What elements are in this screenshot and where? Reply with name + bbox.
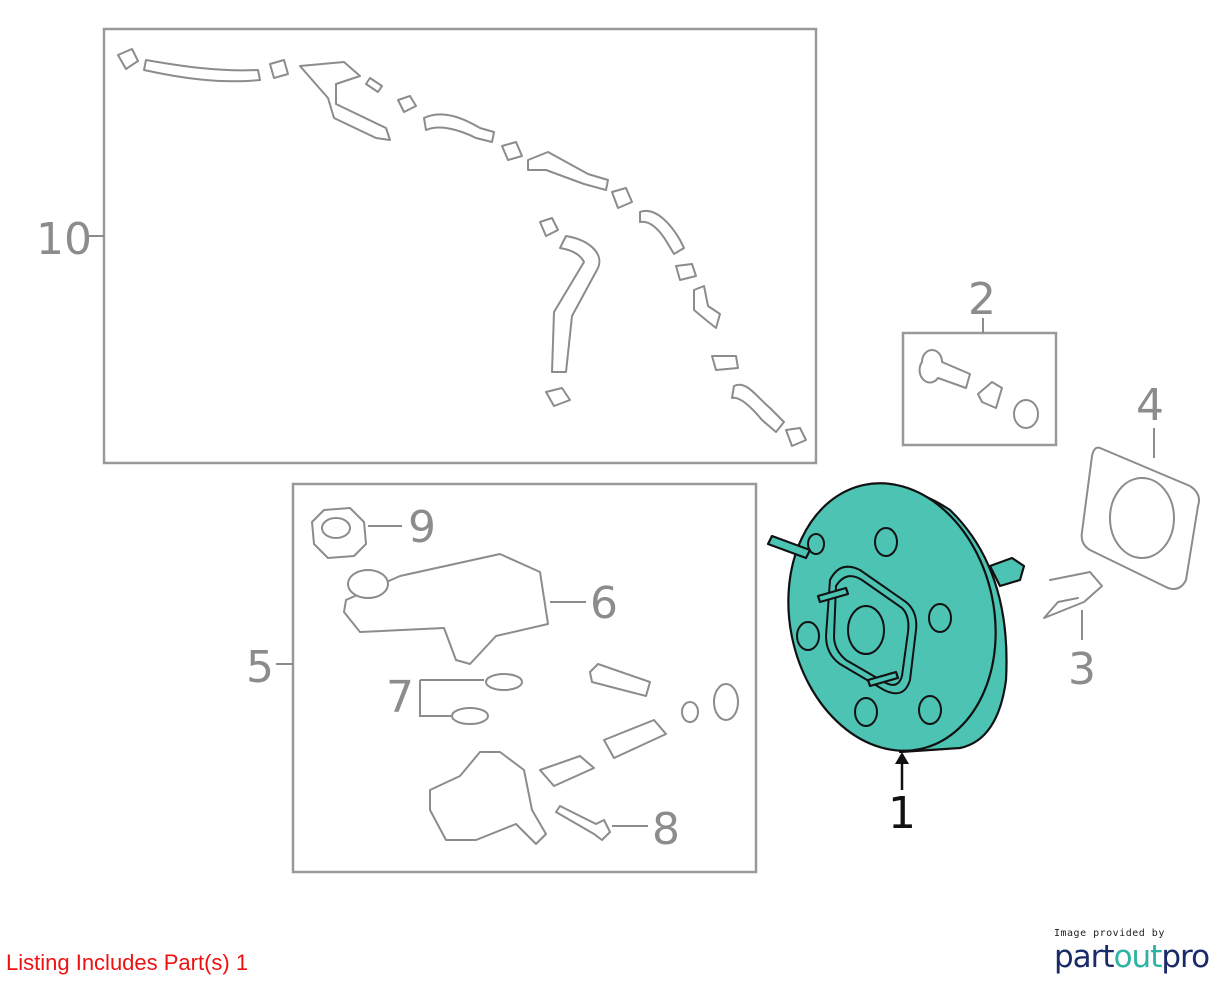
gasket-part-4: 4 bbox=[1080, 380, 1200, 590]
brake-booster-part-1[interactable]: 1 bbox=[764, 464, 1026, 839]
vacuum-hose-parts bbox=[117, 48, 807, 447]
group-box-2: 2 bbox=[901, 274, 1058, 447]
bolt-part bbox=[918, 349, 971, 389]
callout-9[interactable]: 9 bbox=[408, 502, 436, 553]
group-box-10: 10 bbox=[36, 27, 818, 465]
grommet bbox=[451, 707, 489, 725]
grommet bbox=[485, 673, 523, 691]
master-cylinder bbox=[429, 751, 547, 845]
washer-part bbox=[1013, 399, 1039, 429]
nut-part bbox=[977, 381, 1003, 409]
callout-4[interactable]: 4 bbox=[1136, 380, 1164, 431]
partoutpro-logo: Image provided by partoutpro bbox=[1054, 928, 1214, 975]
logo-brand-pro: pro bbox=[1161, 939, 1210, 975]
logo-brand-part: part bbox=[1054, 939, 1115, 975]
callout-2[interactable]: 2 bbox=[968, 274, 996, 325]
reservoir bbox=[343, 553, 549, 665]
bolt-8 bbox=[555, 805, 611, 841]
callout-5[interactable]: 5 bbox=[246, 642, 274, 693]
clip-part-3: 3 bbox=[1043, 571, 1103, 695]
logo-caption: Image provided by bbox=[1054, 928, 1165, 939]
logo-brand-out: out bbox=[1113, 939, 1163, 975]
callout-3[interactable]: 3 bbox=[1068, 644, 1096, 695]
callout-1[interactable]: 1 bbox=[888, 788, 916, 839]
group-box-5: 5 9 6 7 8 bbox=[246, 482, 758, 874]
callout-7[interactable]: 7 bbox=[386, 672, 414, 723]
callout-6[interactable]: 6 bbox=[590, 578, 618, 629]
callout-8[interactable]: 8 bbox=[652, 804, 680, 855]
callout-10[interactable]: 10 bbox=[36, 214, 92, 265]
listing-includes-text: Listing Includes Part(s) 1 bbox=[6, 950, 249, 975]
